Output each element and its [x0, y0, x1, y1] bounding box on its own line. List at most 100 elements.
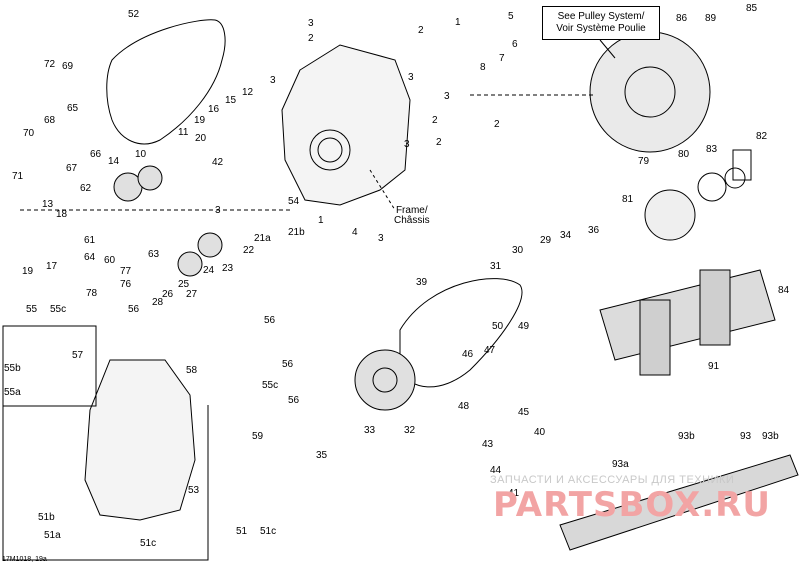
chain-39 [399, 278, 523, 388]
callout-52: 52 [128, 9, 140, 20]
bushing-82 [732, 149, 752, 181]
callout-50: 50 [492, 321, 504, 332]
callout-72: 72 [44, 59, 56, 70]
callout-12: 12 [242, 87, 254, 98]
callout-45: 45 [518, 407, 530, 418]
callout-81: 81 [622, 194, 634, 205]
callout-15: 15 [225, 95, 237, 106]
leader-pulley [599, 39, 616, 59]
callout-19: 19 [194, 115, 206, 126]
callout-5: 5 [508, 11, 514, 22]
drive-shaft-91 [599, 269, 776, 361]
callout-84: 84 [778, 285, 790, 296]
callout-68: 68 [44, 115, 56, 126]
callout-59: 59 [252, 431, 264, 442]
callout-3: 3 [408, 72, 414, 83]
callout-47: 47 [484, 345, 496, 356]
callout-61: 61 [84, 235, 96, 246]
callout-56: 56 [264, 315, 276, 326]
callout-26: 26 [162, 289, 174, 300]
note-line-1: See Pulley System/ [557, 11, 645, 22]
frame-label: Frame/ Châssis [394, 206, 430, 226]
callout-89: 89 [705, 13, 717, 24]
callout-79: 79 [638, 156, 650, 167]
frame-label-line-1: Frame/ [395, 205, 428, 216]
lower-chaincase [84, 359, 196, 521]
callout-23: 23 [222, 263, 234, 274]
callout-46: 46 [462, 349, 474, 360]
gear-32-hub [372, 367, 398, 393]
callout-55c: 55c [50, 304, 67, 315]
callout-39: 39 [416, 277, 428, 288]
callout-20: 20 [195, 133, 207, 144]
leader-frame [369, 169, 396, 211]
callout-19: 19 [22, 266, 34, 277]
watermark-tagline: ЗАПЧАСТИ И АКСЕССУАРЫ ДЛЯ ТЕХНИКИ [490, 474, 735, 486]
callout-55: 55 [26, 304, 38, 315]
callout-3: 3 [378, 233, 384, 244]
callout-60: 60 [104, 255, 116, 266]
callout-51c: 51c [140, 538, 157, 549]
callout-70: 70 [23, 128, 35, 139]
callout-49: 49 [518, 321, 530, 332]
callout-85: 85 [746, 3, 758, 14]
callout-58: 58 [186, 365, 198, 376]
callout-93: 93 [740, 431, 752, 442]
track-93 [559, 454, 799, 551]
callout-2: 2 [432, 115, 438, 126]
callout-27: 27 [186, 289, 198, 300]
callout-55c: 55c [262, 380, 279, 391]
callout-42: 42 [212, 157, 224, 168]
pulley-system-note: See Pulley System/ Voir Système Poulie [542, 6, 660, 40]
callout-28: 28 [152, 297, 164, 308]
callout-56: 56 [288, 395, 300, 406]
drive-pulley-hub [624, 66, 676, 118]
chaincase-housing [281, 44, 411, 206]
sprocket-a [639, 299, 671, 376]
callout-3: 3 [215, 205, 221, 216]
callout-24: 24 [203, 265, 215, 276]
callout-76: 76 [120, 279, 132, 290]
flange-79 [644, 189, 696, 241]
housing-bore-inner [317, 137, 343, 163]
callout-93b: 93b [678, 431, 695, 442]
callout-78: 78 [86, 288, 98, 299]
callout-7: 7 [499, 53, 505, 64]
callout-55a: 55a [4, 387, 21, 398]
callout-48: 48 [458, 401, 470, 412]
callout-33: 33 [364, 425, 376, 436]
callout-21a: 21a [254, 233, 271, 244]
drawing-reference: 17M1018, 19a [2, 556, 47, 563]
callout-67: 67 [66, 163, 78, 174]
gear-32 [354, 349, 416, 411]
gear-23 [197, 232, 223, 258]
callout-1: 1 [455, 17, 461, 28]
ring-83 [724, 167, 746, 189]
callout-51c: 51c [260, 526, 277, 537]
callout-57: 57 [72, 350, 84, 361]
callout-35: 35 [316, 450, 328, 461]
callout-2: 2 [436, 137, 442, 148]
callout-56: 56 [282, 359, 294, 370]
callout-66: 66 [90, 149, 102, 160]
callout-6: 6 [512, 39, 518, 50]
callout-2: 2 [418, 25, 424, 36]
callout-2: 2 [494, 119, 500, 130]
gear-27 [177, 251, 203, 277]
callout-3: 3 [444, 91, 450, 102]
callout-56: 56 [128, 304, 140, 315]
callout-62: 62 [80, 183, 92, 194]
callout-77: 77 [120, 266, 132, 277]
callout-21b: 21b [288, 227, 305, 238]
callout-22: 22 [243, 245, 255, 256]
callout-51b: 51b [38, 512, 55, 523]
bearing-80 [697, 172, 727, 202]
callout-53: 53 [188, 485, 200, 496]
callout-17: 17 [46, 261, 58, 272]
callout-41: 41 [508, 488, 520, 499]
callout-93a: 93a [612, 459, 629, 470]
callout-93b: 93b [762, 431, 779, 442]
callout-13: 13 [42, 199, 54, 210]
